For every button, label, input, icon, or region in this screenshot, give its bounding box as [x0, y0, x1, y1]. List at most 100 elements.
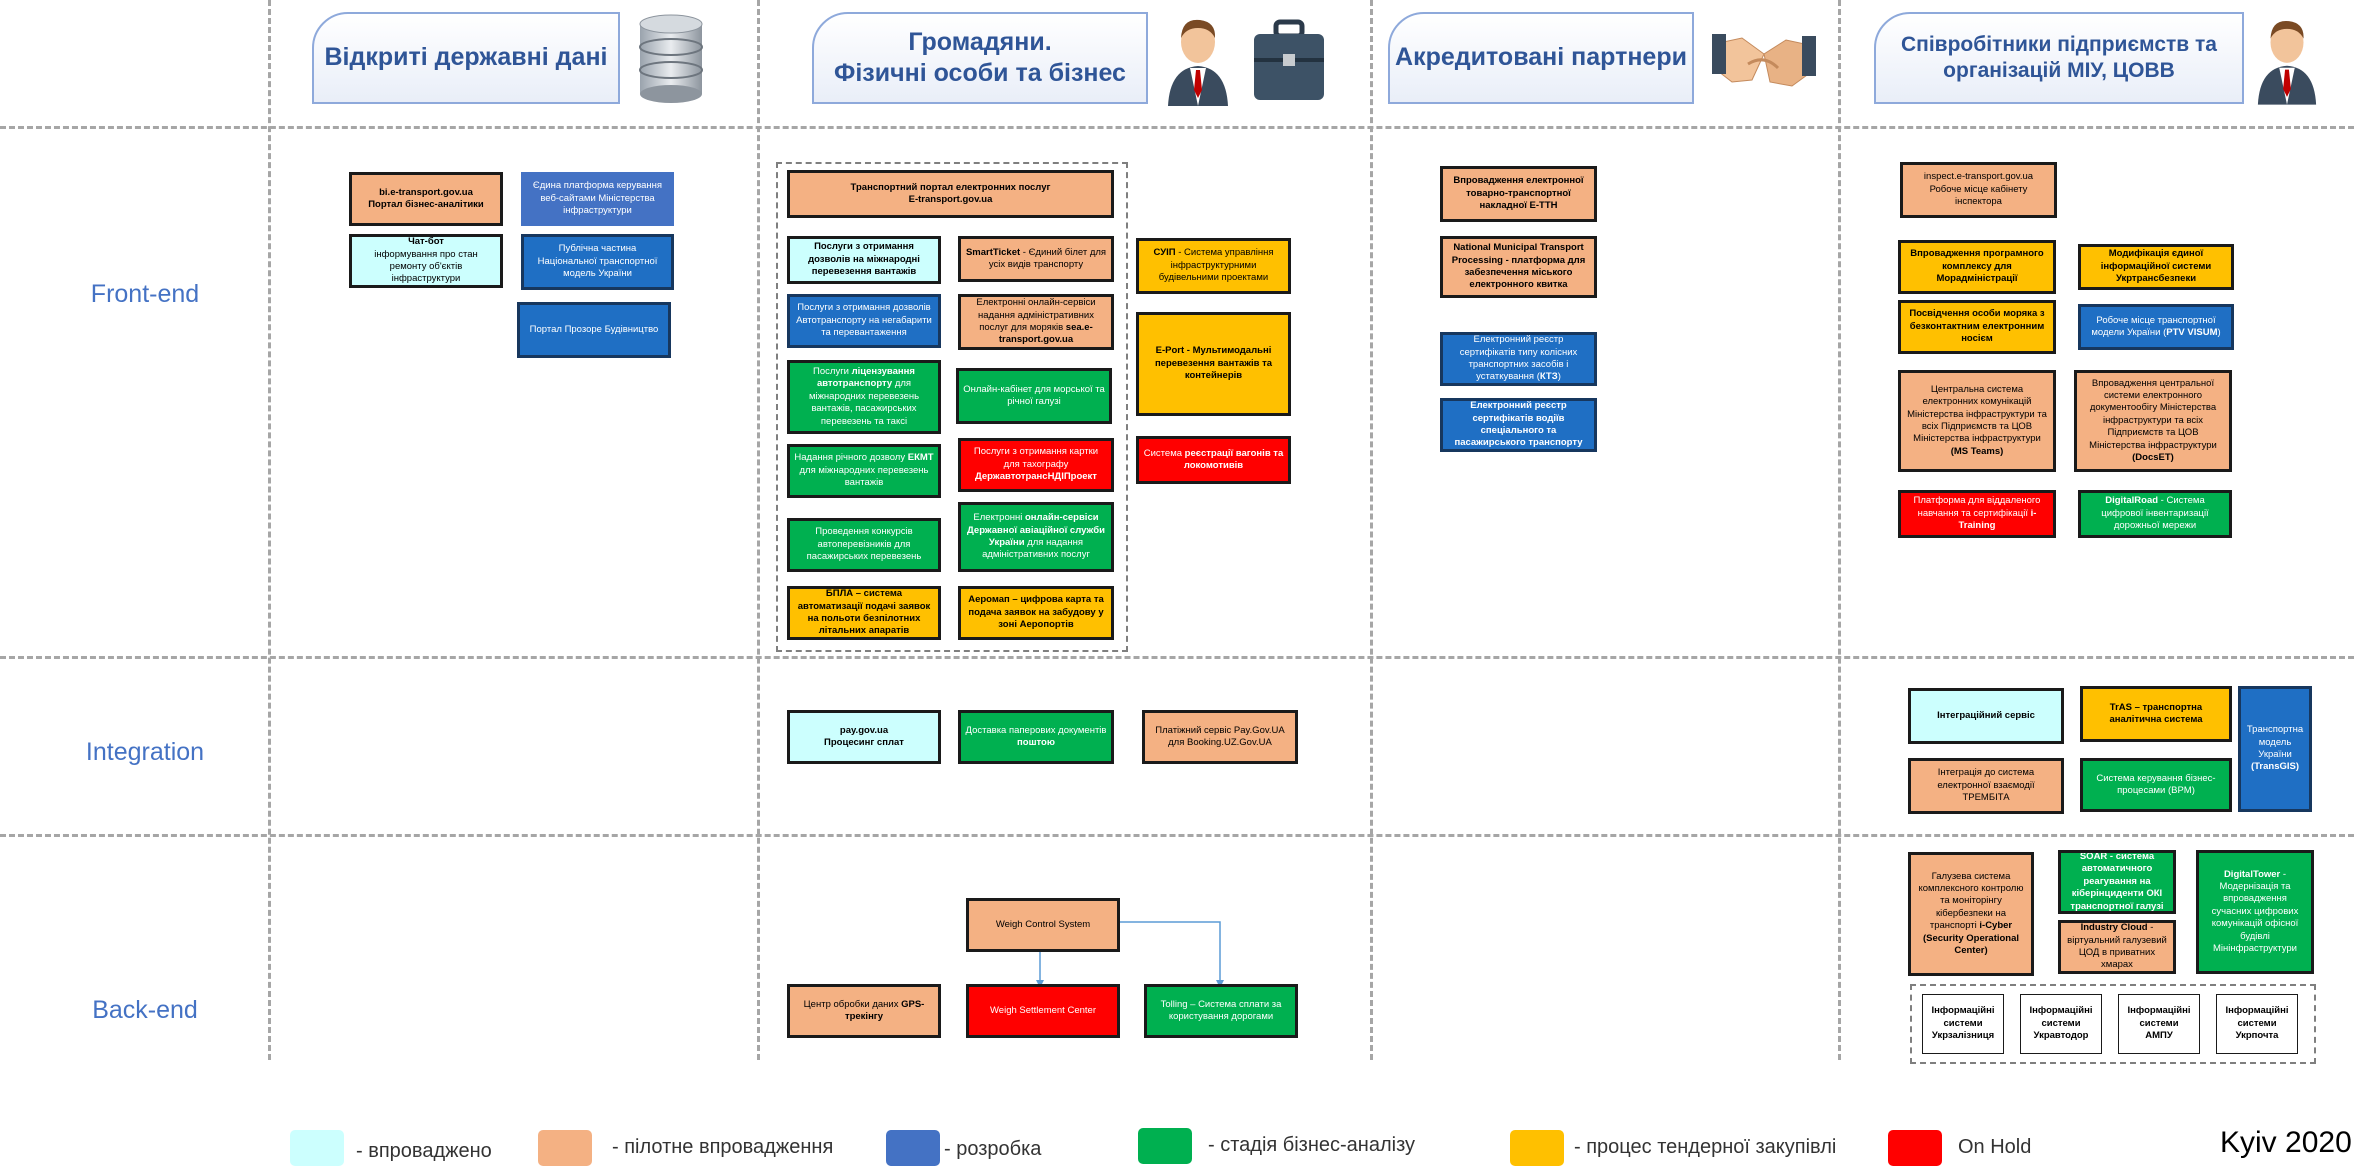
- is-uz-box[interactable]: Інформаційні системи Укрзалізниця: [1922, 994, 2004, 1054]
- box-bold: (DocsET): [2132, 451, 2174, 463]
- aviation-box[interactable]: Електронні онлайн-сервіси Державної авіа…: [958, 502, 1114, 572]
- suip-box[interactable]: СУІП - Система управління інфраструктурн…: [1136, 238, 1291, 294]
- paper-delivery-box[interactable]: Доставка паперових документів поштою: [958, 710, 1114, 764]
- box-bold: ліцензування автотранспорту: [816, 366, 915, 390]
- box-text: Впровадження програмного комплексу для М…: [1910, 248, 2044, 285]
- box-bold: SmartTicket: [965, 246, 1021, 258]
- box-rest: - Модернізація та впровадження сучасних …: [2211, 868, 2299, 954]
- eport-box[interactable]: E-Port - Мультимодальні перевезення вант…: [1136, 312, 1291, 416]
- box-line: інформування про стан ремонту об'єктів і…: [374, 248, 478, 285]
- header-title-line1: Співробітники підприємств та: [1901, 32, 2217, 56]
- paygov-box[interactable]: pay.gov.ua Процесинг сплат: [787, 710, 941, 764]
- transgis-box[interactable]: Транспортна модель України (TransGIS): [2238, 686, 2312, 812]
- digitaltower-box[interactable]: DigitalTower - Модернізація та впровадже…: [2196, 850, 2314, 974]
- ktz-box[interactable]: Електронний реєстр сертифікатів типу кол…: [1440, 332, 1597, 386]
- ekmt-box[interactable]: Надання річного дозволу ЕКМТ для міжнаро…: [787, 444, 941, 498]
- pay-uz-box[interactable]: Платіжний сервіс Pay.Gov.UA для Booking.…: [1142, 710, 1298, 764]
- seafarer-id-box[interactable]: Посвідчення особи моряка з безконтактним…: [1898, 300, 2056, 354]
- header-title-line2: організацій МІУ, ЦОВВ: [1943, 59, 2175, 82]
- box-line: Процесинг сплат: [824, 737, 904, 748]
- smartticket-box[interactable]: SmartTicket - Єдиний білет для усіх виді…: [958, 236, 1114, 282]
- box-rest: Транспортна модель України: [2246, 724, 2304, 760]
- aeromap-box[interactable]: Аеромап – цифрова карта та подача заявок…: [958, 586, 1114, 640]
- gps-box[interactable]: Центр обробки даних GPS-трекінгу: [787, 984, 941, 1038]
- transport-portal-box[interactable]: Транспортний портал електронних послуг E…: [787, 170, 1114, 218]
- is-uad-box[interactable]: Інформаційні системи Укравтодор: [2020, 994, 2102, 1054]
- box-text: Платформа для віддаленого навчання та се…: [1905, 495, 2049, 532]
- weigh-settlement-box[interactable]: Weigh Settlement Center: [966, 984, 1120, 1038]
- integration-service-box[interactable]: Інтеграційний сервіс: [1908, 688, 2064, 744]
- industry-cloud-box[interactable]: Industry Cloud - віртуальний галузевий Ц…: [2058, 920, 2176, 974]
- box-line: Інформаційні системи: [2029, 1005, 2093, 1029]
- column-divider: [1370, 0, 1373, 1060]
- intl-permits-box[interactable]: Послуги з отримання дозволів на міжнарод…: [787, 236, 941, 284]
- header-citizens: Громадяни. Фізичні особи та бізнес: [812, 12, 1148, 104]
- prozoro-build-box[interactable]: Портал Прозоре Будівництво: [517, 302, 671, 358]
- box-text: Галузева система комплексного контролю т…: [1915, 871, 2027, 957]
- mor-admin-box[interactable]: Впровадження програмного комплексу для М…: [1898, 240, 2056, 294]
- box-line: Інформаційні системи: [2225, 1005, 2289, 1029]
- businessman-icon: [2254, 10, 2320, 106]
- oversize-permits-box[interactable]: Послуги з отримання дозволів Автотранспо…: [787, 294, 941, 348]
- box-rest: - віртуальний галузевий ЦОД в приватних …: [2067, 922, 2167, 971]
- box-text: Аеромап – цифрова карта та подача заявок…: [968, 594, 1104, 631]
- row-divider: [0, 834, 2354, 837]
- box-line: Транспортний портал електронних послуг: [850, 181, 1051, 193]
- docset-box[interactable]: Впровадження центральної системи електро…: [2074, 370, 2232, 472]
- box-rest: Надання річного дозволу: [794, 452, 908, 464]
- box-text: Система керування бізнес-процесами (BPM): [2096, 772, 2216, 796]
- tolling-box[interactable]: Tolling – Система сплати за користування…: [1144, 984, 1298, 1038]
- sea-cabinet-box[interactable]: Онлайн-кабінет для морської та річної га…: [956, 368, 1112, 424]
- licensing-box[interactable]: Послуги ліцензування автотранспорту для …: [787, 360, 941, 434]
- ettn-box[interactable]: Впровадження електронної товарно-транспо…: [1440, 166, 1597, 222]
- box-rest: для міжнародних перевезень вантажів, пас…: [808, 378, 920, 427]
- icyber-box[interactable]: Галузева система комплексного контролю т…: [1908, 852, 2034, 976]
- seafarers-box[interactable]: Електронні онлайн-сервіси надання адміні…: [958, 294, 1114, 350]
- digitalroad-box[interactable]: DigitalRoad - Система цифрової інвентари…: [2078, 490, 2232, 538]
- web-platform-box[interactable]: Єдина платформа керування веб-сайтами Мі…: [521, 172, 674, 226]
- box-rest: Галузева система комплексного контролю т…: [1918, 870, 2024, 932]
- tras-box[interactable]: TrAS – транспортна аналітична система: [2080, 686, 2232, 742]
- drivers-reg-box[interactable]: Електронний реєстр сертифікатів водіїв с…: [1440, 398, 1597, 452]
- bi-portal-box[interactable]: bi.e-transport.gov.ua Портал бізнес-анал…: [349, 172, 503, 226]
- ptv-visum-box[interactable]: Робоче місце транспортної модели України…: [2078, 304, 2234, 350]
- box-rest: Електронні онлайн-сервіси надання адміні…: [976, 297, 1096, 333]
- header-title-line1: Громадяни.: [908, 27, 1052, 56]
- legend-swatch-on-hold: [1888, 1130, 1942, 1166]
- box-bold: поштою: [1017, 737, 1055, 748]
- inspect-box[interactable]: inspect.e-transport.gov.ua Робоче місце …: [1900, 162, 2057, 218]
- contests-box[interactable]: Проведення конкурсів автоперевізників дл…: [787, 518, 941, 572]
- wagon-reg-box[interactable]: Система реєстрації вагонів та локомотиві…: [1136, 436, 1291, 484]
- row-divider: [0, 126, 2354, 129]
- box-text: СУІП - Система управління інфраструктурн…: [1143, 247, 1284, 284]
- box-text: Онлайн-кабінет для морської та річної га…: [963, 383, 1105, 407]
- ukrtransbez-box[interactable]: Модифікація єдиної інформаційної системи…: [2078, 244, 2234, 290]
- box-bold: (MS Teams): [1950, 445, 2004, 457]
- box-line: Чат-бот: [408, 236, 444, 248]
- box-rest: - Система цифрової інвентаризації дорожн…: [2101, 495, 2209, 532]
- nmtp-box[interactable]: National Municipal Transport Processing …: [1440, 236, 1597, 298]
- weigh-control-box[interactable]: Weigh Control System: [966, 898, 1120, 952]
- box-bold: Industry Cloud: [2080, 922, 2148, 934]
- box-line: E-transport.gov.ua: [908, 194, 993, 205]
- row-divider: [0, 656, 2354, 659]
- bpm-box[interactable]: Система керування бізнес-процесами (BPM): [2080, 758, 2232, 812]
- trembita-box[interactable]: Інтеграція до система електронної взаємо…: [1908, 758, 2064, 814]
- chatbot-box[interactable]: Чат-бот інформування про стан ремонту об…: [349, 234, 503, 288]
- tacho-box[interactable]: Послуги з отримання картки для тахографу…: [958, 438, 1114, 492]
- is-ampu-box[interactable]: Інформаційні системи АМПУ: [2118, 994, 2200, 1054]
- itraining-box[interactable]: Платформа для віддаленого навчання та се…: [1898, 490, 2056, 538]
- database-icon: [636, 10, 706, 106]
- soar-box[interactable]: SOAR - система автоматичного реагування …: [2058, 850, 2176, 914]
- teams-box[interactable]: Центральна система електронних комунікац…: [1898, 370, 2056, 472]
- box-text: Послуги ліцензування автотранспорту для …: [794, 366, 934, 428]
- header-title: Акредитовані партнери: [1395, 43, 1687, 72]
- box-rest: Центральна система електронних комунікац…: [1907, 383, 2047, 445]
- ntm-public-box[interactable]: Публічна частина Національної транспортн…: [521, 234, 674, 290]
- bpla-box[interactable]: БПЛА – система автоматизації подачі заяв…: [787, 586, 941, 640]
- box-text: National Municipal Transport Processing …: [1451, 242, 1586, 291]
- box-text: Центр обробки даних GPS-трекінгу: [794, 999, 934, 1024]
- legend-swatch-pilot: [538, 1130, 592, 1166]
- is-ukrposhta-box[interactable]: Інформаційні системи Укрпочта: [2216, 994, 2298, 1054]
- box-text: Надання річного дозволу ЕКМТ для міжнаро…: [794, 452, 934, 489]
